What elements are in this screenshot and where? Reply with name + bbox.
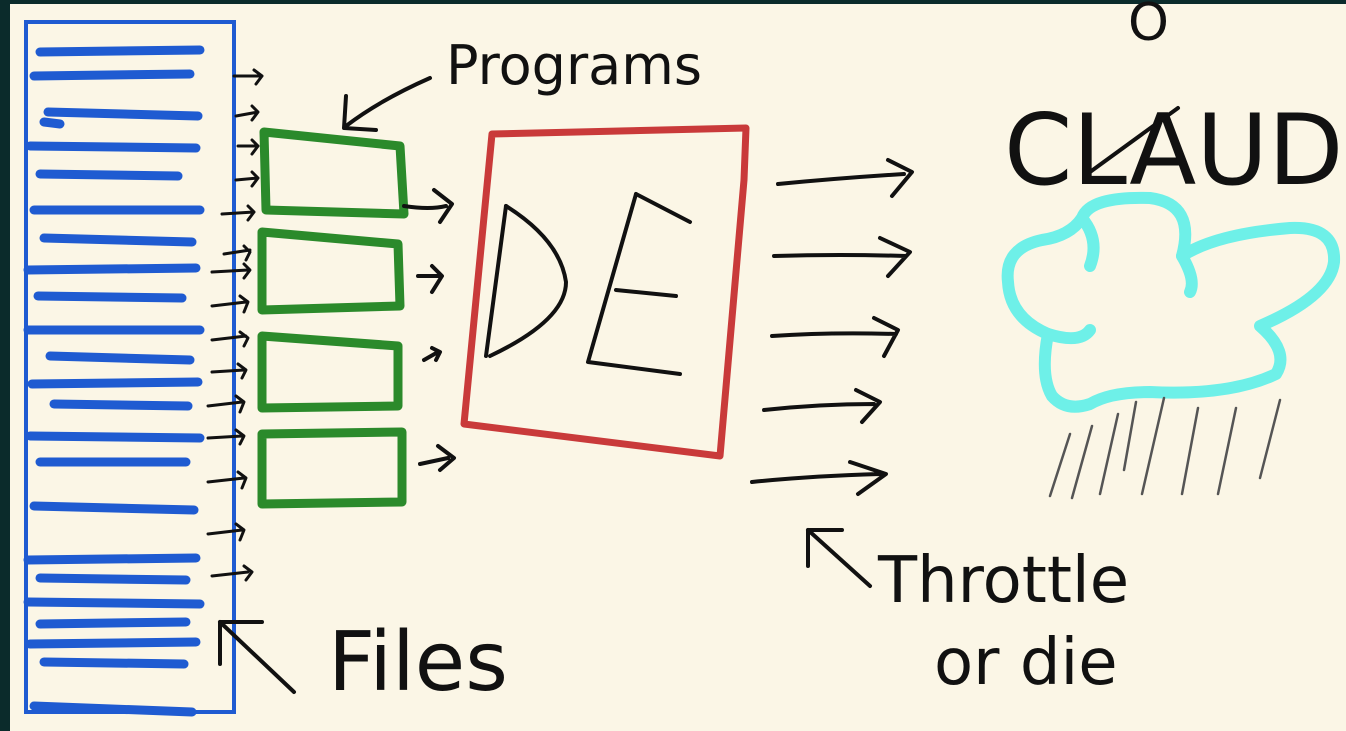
arrow-icon bbox=[232, 68, 264, 86]
throttle-label-line2: or die bbox=[934, 626, 1118, 700]
file-line bbox=[39, 657, 189, 669]
arrow-icon bbox=[210, 362, 248, 380]
arrow-icon bbox=[234, 170, 260, 188]
file-line bbox=[29, 701, 197, 717]
file-line bbox=[35, 573, 191, 585]
arrow-icon bbox=[806, 528, 872, 588]
arrow-icon bbox=[210, 262, 252, 280]
files-label: Files bbox=[328, 615, 508, 710]
arrow-icon bbox=[220, 204, 256, 222]
arrow-icon bbox=[210, 330, 250, 348]
arrow-icon bbox=[222, 244, 252, 262]
files-stack bbox=[23, 20, 236, 717]
strike-mark bbox=[1088, 106, 1180, 174]
arrow-icon bbox=[234, 104, 260, 122]
file-line bbox=[45, 351, 195, 365]
de-label: DE bbox=[600, 299, 602, 301]
cloud-correction: O bbox=[1128, 0, 1169, 53]
file-line bbox=[25, 431, 205, 443]
arrow-icon bbox=[218, 620, 264, 666]
output-arrows bbox=[750, 158, 914, 496]
programs-pointer bbox=[342, 76, 432, 132]
arrow-icon bbox=[806, 528, 844, 568]
arrow-icon bbox=[776, 158, 914, 198]
program-arrows bbox=[402, 188, 456, 472]
file-line bbox=[25, 637, 201, 649]
file-line bbox=[29, 69, 195, 81]
file-line bbox=[35, 169, 183, 181]
arrow-icon bbox=[750, 460, 888, 496]
arrow-icon bbox=[210, 294, 250, 314]
arrow-icon bbox=[236, 138, 260, 156]
arrow-icon bbox=[402, 188, 454, 224]
throttle-label-line1: Throttle bbox=[877, 544, 1129, 618]
programs-stack bbox=[257, 127, 409, 509]
file-line bbox=[23, 553, 201, 565]
file-line bbox=[23, 597, 205, 609]
file-line bbox=[49, 399, 193, 411]
arrow-icon bbox=[772, 236, 912, 278]
arrow-icon bbox=[422, 346, 442, 362]
de-letters bbox=[484, 192, 692, 376]
program-box bbox=[259, 127, 409, 219]
throttle-pointer bbox=[806, 528, 872, 588]
arrow-icon bbox=[206, 394, 246, 414]
file-line bbox=[23, 263, 201, 275]
arrow-icon bbox=[344, 76, 432, 128]
program-box bbox=[257, 227, 405, 315]
rain-cloud-icon bbox=[1001, 191, 1341, 500]
de-box bbox=[460, 124, 750, 460]
arrow-icon bbox=[416, 264, 444, 294]
arrow-icon bbox=[206, 470, 248, 490]
arrow-icon bbox=[210, 564, 254, 582]
arrow-icon bbox=[206, 522, 246, 542]
rain-lines bbox=[1048, 396, 1282, 500]
file-arrows bbox=[206, 68, 264, 582]
file-line bbox=[39, 233, 197, 247]
file-line bbox=[29, 501, 199, 515]
file-line bbox=[25, 141, 201, 153]
file-line bbox=[35, 617, 191, 629]
arrow-icon bbox=[770, 316, 900, 358]
programs-label: Programs bbox=[446, 34, 702, 97]
program-box bbox=[257, 427, 407, 509]
file-line bbox=[33, 291, 187, 303]
arrow-icon bbox=[342, 94, 378, 132]
arrow-icon bbox=[762, 388, 882, 424]
program-box bbox=[257, 331, 403, 413]
arrow-icon bbox=[418, 444, 456, 472]
file-line bbox=[27, 377, 203, 389]
file-line bbox=[39, 117, 65, 129]
arrow-icon bbox=[206, 428, 246, 446]
arrow-icon bbox=[218, 620, 296, 694]
file-line bbox=[35, 45, 205, 57]
file-line bbox=[43, 107, 203, 121]
files-pointer bbox=[218, 620, 296, 694]
